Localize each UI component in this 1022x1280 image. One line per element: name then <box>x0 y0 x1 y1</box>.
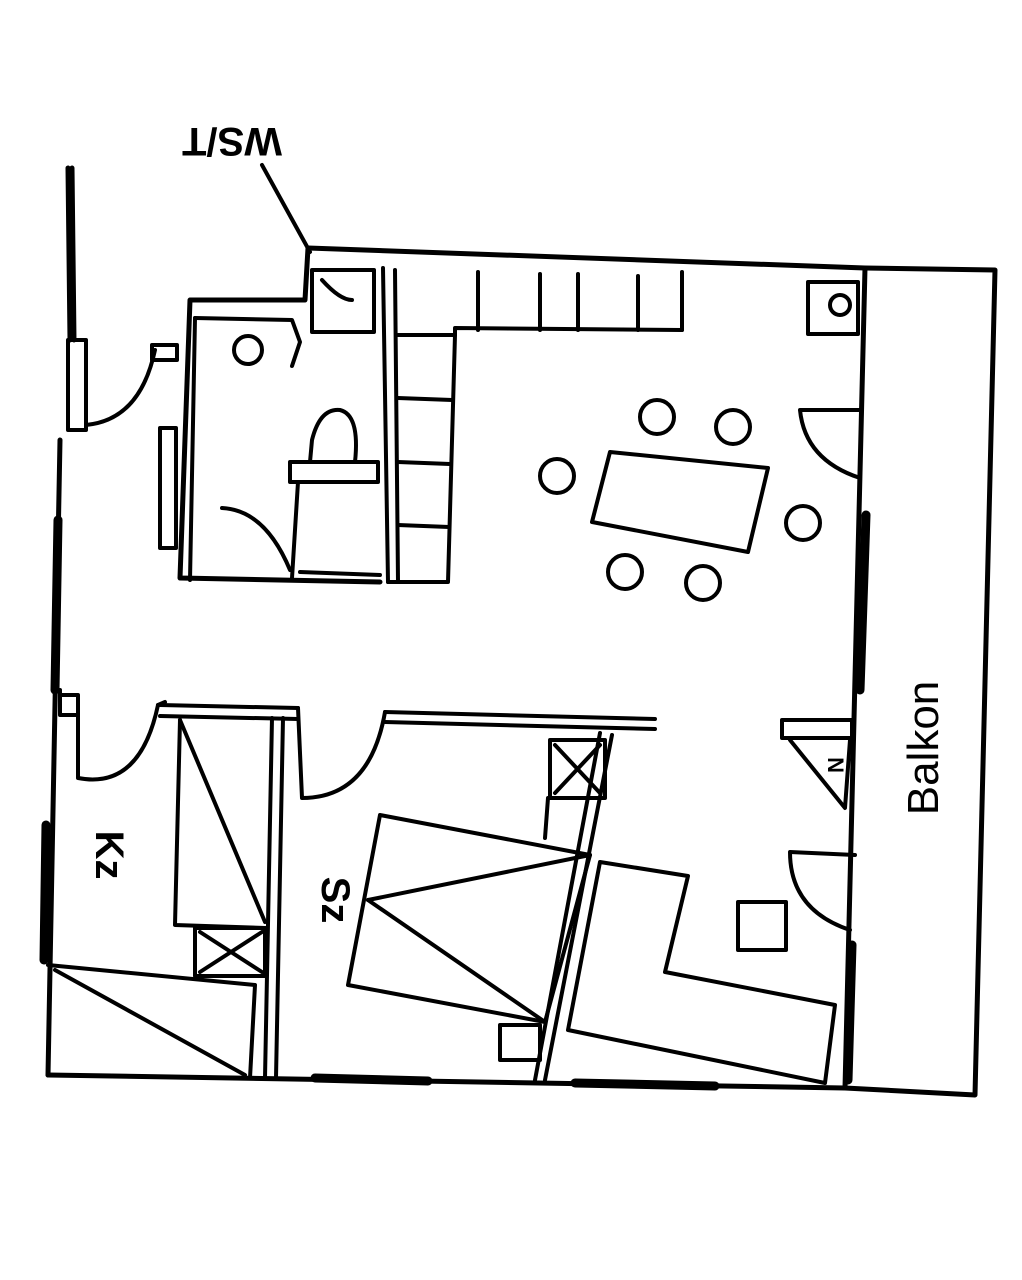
chair-icon <box>608 555 642 589</box>
label-leader-line <box>262 165 310 252</box>
kz-door <box>78 702 165 779</box>
chair-icon <box>716 410 750 444</box>
sz-door <box>298 708 385 798</box>
wc-label: WS/T <box>182 119 282 163</box>
corner-fixture <box>808 282 858 334</box>
nightstand <box>500 1025 540 1060</box>
kitchen-counter <box>383 268 682 582</box>
chair-icon <box>686 566 720 600</box>
balcony-label: Balkon <box>899 681 948 816</box>
room-label-kz: Kz <box>87 831 131 880</box>
kz-furniture <box>48 720 265 1078</box>
balcony <box>845 268 995 1095</box>
stair-mark-label: N <box>823 757 848 773</box>
storage-corner <box>782 720 852 808</box>
chair-icon <box>786 506 820 540</box>
balcony-door <box>800 410 862 478</box>
windows <box>44 515 866 1086</box>
toilet-icon <box>310 410 356 462</box>
entrance-door <box>68 340 177 430</box>
desk <box>568 852 855 1083</box>
sink-icon <box>234 336 262 364</box>
washing-machine <box>312 270 374 332</box>
room-label-sz: Sz <box>313 877 357 924</box>
toilet-tank-icon <box>290 462 378 482</box>
chair-icon <box>540 459 574 493</box>
chair-icon <box>640 400 674 434</box>
sz-wardrobe <box>545 740 605 838</box>
wc-room <box>160 318 380 580</box>
dining-table <box>592 452 768 552</box>
dining-area <box>540 400 820 600</box>
sz-bed <box>348 815 590 1022</box>
